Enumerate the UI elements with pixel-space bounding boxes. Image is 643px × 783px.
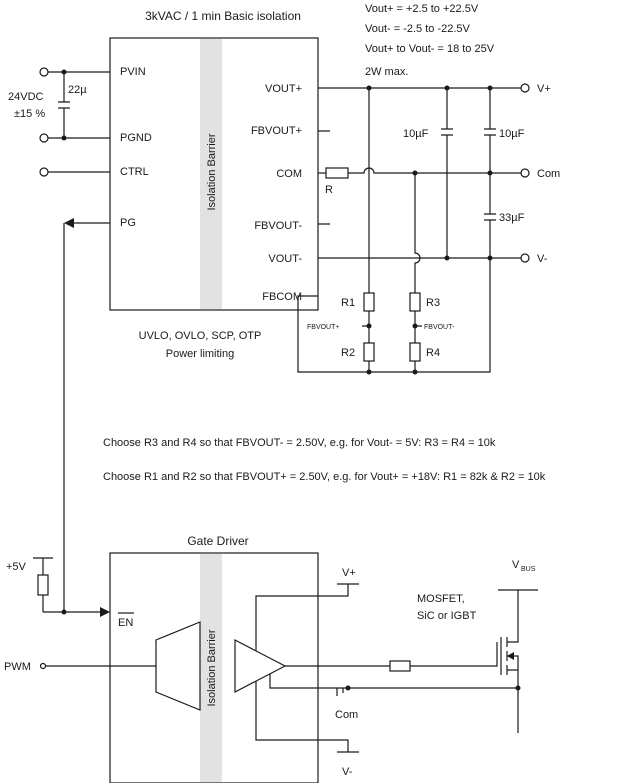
resistor-r4-label: R4 (426, 347, 440, 359)
resistor-r3-label: R3 (426, 297, 440, 309)
mosfet-symbol (285, 589, 538, 733)
resistor-r2-label: R2 (341, 347, 355, 359)
resistor-r1-label: R1 (341, 297, 355, 309)
pin-com: COM (276, 168, 302, 180)
input-wiring (39, 67, 110, 177)
cap-c2-label: 10µF (499, 128, 525, 140)
gd-com-label: Com (335, 709, 358, 721)
fb-neg-node-label: FBVOUT- (424, 324, 455, 331)
pin-ctrl: CTRL (120, 166, 149, 178)
input-cap-label: 22µ (68, 84, 87, 96)
pin-pvin: PVIN (120, 66, 146, 78)
terminal-vpos-label: V+ (537, 83, 551, 95)
pin-pgnd: PGND (120, 132, 152, 144)
note-r1-r2: Choose R1 and R2 so that FBVOUT+ = 2.50V… (103, 471, 546, 483)
spec-power: 2W max. (365, 66, 408, 78)
spec-vout-pos: Vout+ = +2.5 to +22.5V (365, 3, 479, 15)
pg-en-link (43, 218, 110, 617)
dcdc-isolation-barrier (200, 39, 222, 309)
protection-label: UVLO, OVLO, SCP, OTP (139, 330, 262, 342)
supply-5v-label: +5V (6, 561, 27, 573)
vbus-subscript: BUS (521, 566, 536, 573)
gd-vneg-label: V- (342, 766, 353, 778)
input-voltage-label: 24VDC (8, 91, 44, 103)
pin-vout-pos: VOUT+ (265, 83, 302, 95)
en-pin-label: EN (118, 617, 133, 629)
power-limiting-label: Power limiting (166, 348, 234, 360)
gd-vpos-label: V+ (342, 567, 356, 579)
spec-vout-span: Vout+ to Vout- = 18 to 25V (365, 43, 495, 55)
gate-driver-internals (39, 583, 518, 753)
dcdc-barrier-label: Isolation Barrier (206, 133, 218, 210)
pin-fbcom: FBCOM (262, 291, 302, 303)
output-wiring (297, 83, 530, 375)
cap-c3-label: 33µF (499, 212, 525, 224)
terminal-vneg-label: V- (537, 253, 548, 265)
note-r3-r4: Choose R3 and R4 so that FBVOUT- = 2.50V… (103, 437, 496, 449)
pin-fbvout-pos: FBVOUT+ (251, 125, 302, 137)
gd-barrier-label: Isolation Barrier (206, 629, 218, 706)
mosfet-label-line2: SiC or IGBT (417, 610, 477, 622)
cap-c1-label: 10µF (403, 128, 429, 140)
isolation-rating-label: 3kVAC / 1 min Basic isolation (145, 9, 301, 23)
gd-isolation-barrier (200, 554, 222, 782)
spec-vout-neg: Vout- = -2.5 to -22.5V (365, 23, 471, 35)
input-tolerance-label: ±15 % (14, 108, 45, 120)
pin-fbvout-neg: FBVOUT- (254, 220, 302, 232)
pullup-resistor (33, 557, 53, 612)
pin-vout-neg: VOUT- (268, 253, 302, 265)
terminal-com-label: Com (537, 168, 560, 180)
fb-pos-node-label: FBVOUT+ (307, 324, 339, 331)
mosfet-label-line1: MOSFET, (417, 593, 465, 605)
resistor-r-label: R (325, 184, 333, 196)
pin-pg: PG (120, 217, 136, 229)
vbus-label: V (512, 559, 520, 571)
pwm-label: PWM (4, 661, 31, 673)
gate-driver-title: Gate Driver (187, 534, 248, 548)
